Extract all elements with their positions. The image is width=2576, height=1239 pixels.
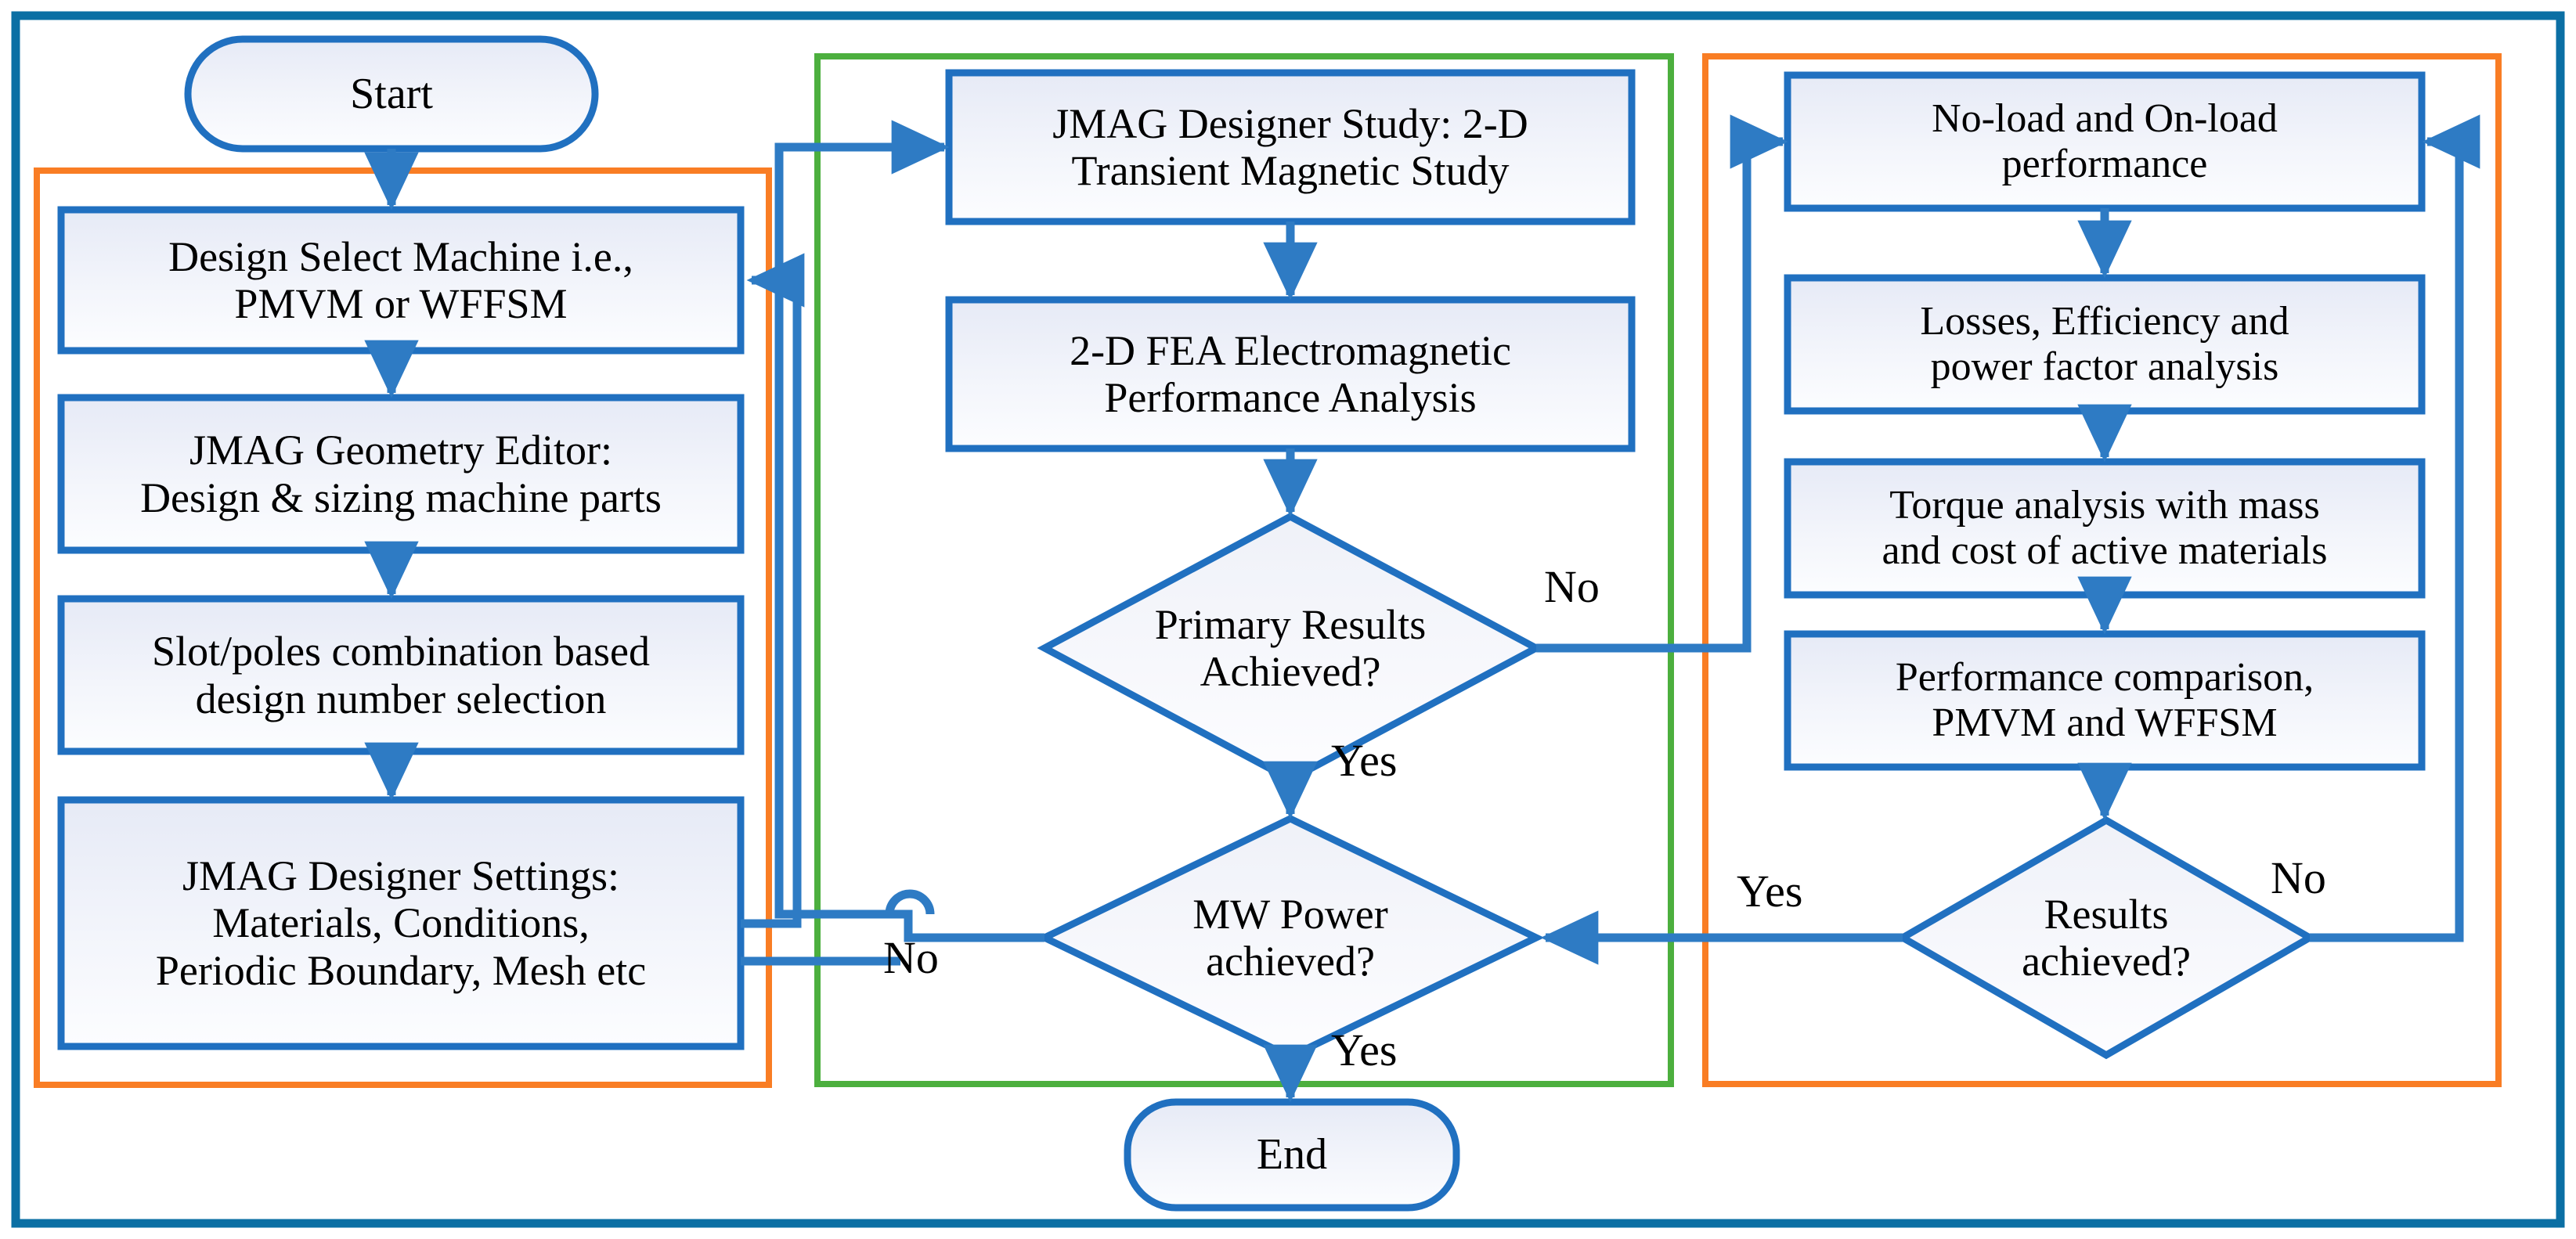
node-slot-poles-combination (57, 595, 745, 755)
node-torque-analysis (1784, 458, 2426, 599)
node-performance-comparison (1784, 630, 2426, 771)
edge-line-hop-icon (885, 889, 935, 915)
node-no-load-on-load (1784, 71, 2426, 212)
node-jmag-geometry-editor (57, 394, 745, 554)
node-fea-electromagnetic (945, 296, 1636, 452)
start-terminator (184, 35, 599, 153)
group-right-frame (1702, 53, 2502, 1087)
decision-mw-power-achieved (1036, 815, 1545, 1061)
node-design-select-machine (57, 206, 745, 355)
edge-settings-to-design-select (741, 253, 805, 928)
decision-primary-results-achieved (1037, 512, 1544, 784)
edge-primary-no-to-noload (1536, 114, 1788, 653)
node-losses-efficiency (1784, 274, 2426, 415)
decision-results-achieved (1895, 816, 2318, 1060)
edge-results-no-to-noload (2310, 114, 2480, 942)
group-middle-frame (814, 53, 1674, 1087)
outer-frame (11, 11, 2565, 1228)
end-terminator (1124, 1098, 1460, 1212)
node-jmag-designer-settings (57, 796, 745, 1050)
node-jmag-designer-study (945, 69, 1636, 225)
edge-mwpower-no-to-designer-study (774, 120, 1044, 942)
